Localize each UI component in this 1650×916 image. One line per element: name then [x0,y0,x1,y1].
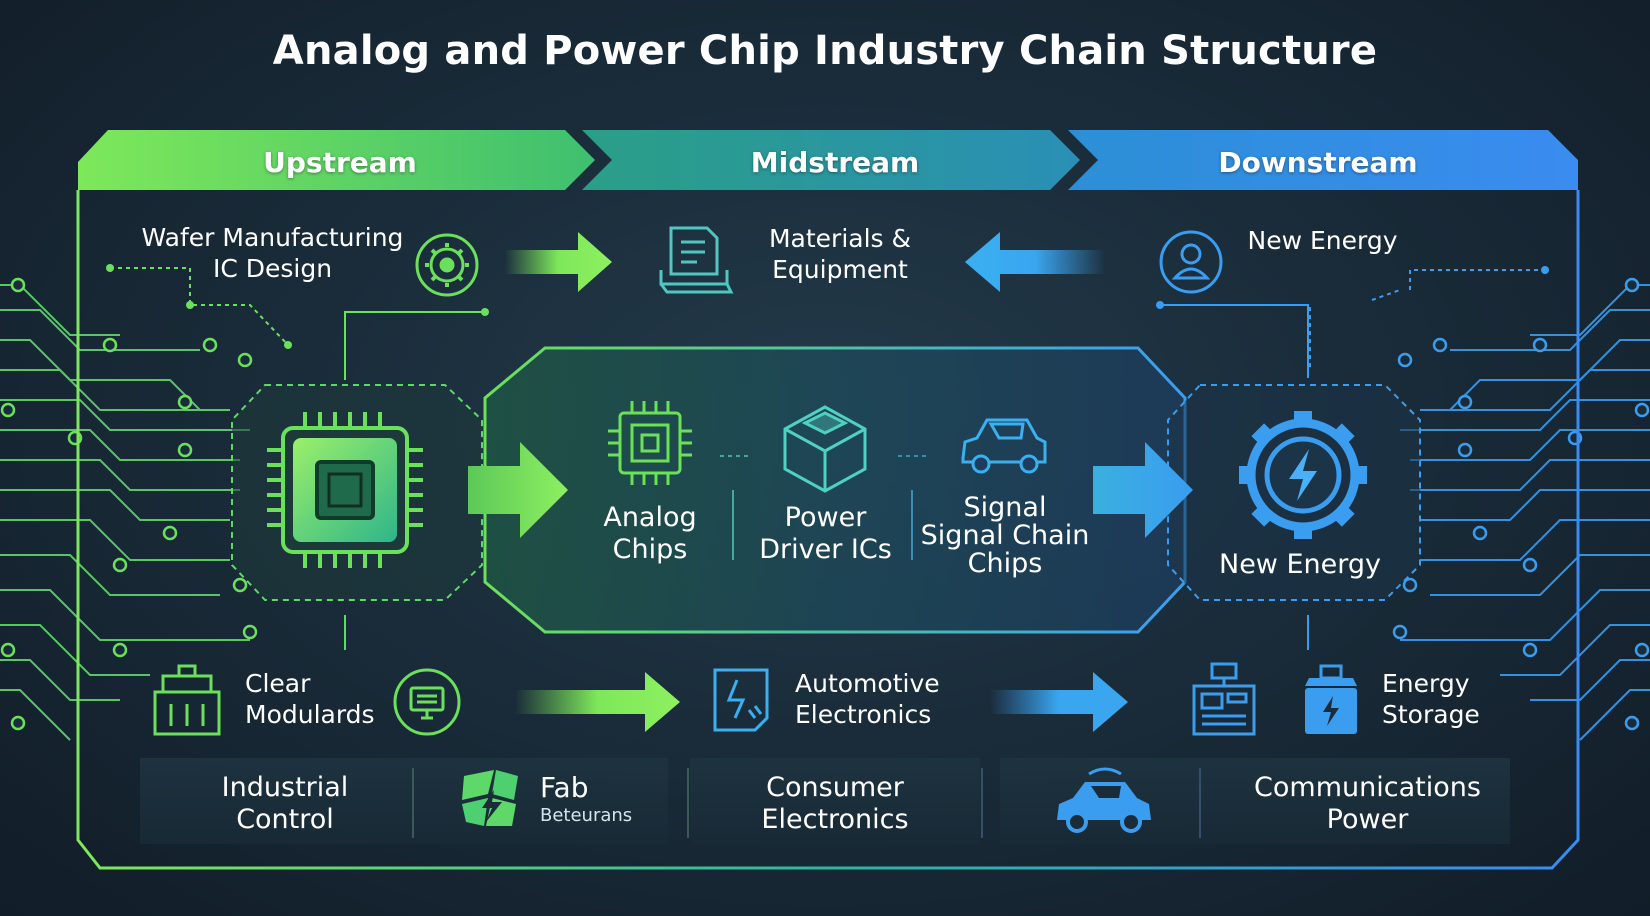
lightning-gear-icon [1239,411,1367,539]
connector-dots-blue [1156,266,1549,309]
circuit-nodes-right [1392,277,1650,731]
car-icon-bottom [1057,767,1151,833]
fab-label: Fab Beteurans [540,771,633,827]
consumer-electronics-label: Consumer Electronics [761,772,909,835]
analog-chip-icon [608,401,692,485]
header-upstream: Upstream [263,146,417,179]
wafer-manufacturing-label: Wafer Manufacturing [141,223,404,252]
arrow-right-top [505,232,612,292]
analog-chips-label: Analog Chips [603,502,697,565]
connector-lines-solid [344,304,1309,650]
leaf-icon [462,770,518,826]
arrow-right-lower-green [515,672,680,732]
arrow-right-big-blue [1093,442,1193,538]
arrow-left-top [965,232,1105,292]
outer-frame [76,190,1580,870]
circuit-nodes-left [0,277,258,731]
header-midstream: Midstream [750,146,920,179]
ic-design-label: IC Design [212,254,333,283]
signal-chain-chips-label: Signal Signal Chain Chips [920,492,1090,579]
documents-icon [659,226,734,294]
upstream-top-label: Wafer Manufacturing IC Design [140,222,405,284]
monitor-icon [393,668,461,736]
new-energy-center-label: New Energy [1219,549,1381,580]
arrow-right-lower-blue [990,672,1128,732]
chip-icon [267,412,423,568]
power-driver-ics-label: Power Driver ICs [759,502,892,565]
machine-icon [1192,662,1256,736]
arrow-right-big-green [468,442,568,538]
bottom-cell-middle [690,758,980,844]
circuit-board-icon [713,668,769,732]
person-icon [1159,230,1223,294]
gear-icon [415,233,479,297]
energy-storage-label: Energy Storage [1382,669,1480,729]
automotive-electronics-label: Automotive Electronics [795,669,940,729]
bottom-cell-left [140,758,668,844]
circuit-traces-right [1400,284,1650,741]
battery-icon [1305,664,1357,734]
box-icon [783,405,867,493]
page-title: Analog and Power Chip Industry Chain Str… [272,28,1378,74]
building-icon [153,664,221,736]
midstream-banner [582,130,1080,190]
header-downstream: Downstream [1218,146,1418,179]
industrial-control-label: Industrial Control [221,772,349,835]
downstream-banner [1068,130,1578,190]
upstream-banner [78,130,595,190]
car-icon [961,418,1047,474]
midstream-center-panel [483,346,1187,634]
connector-dots [106,264,489,349]
materials-equipment-label: Materials & Equipment [768,224,912,284]
new-energy-top-label: New Energy [1247,226,1398,255]
clear-modulards-label: Clear Modulards [245,669,375,729]
circuit-traces-left [0,284,250,741]
communications-power-label: Communications Power [1254,772,1481,835]
